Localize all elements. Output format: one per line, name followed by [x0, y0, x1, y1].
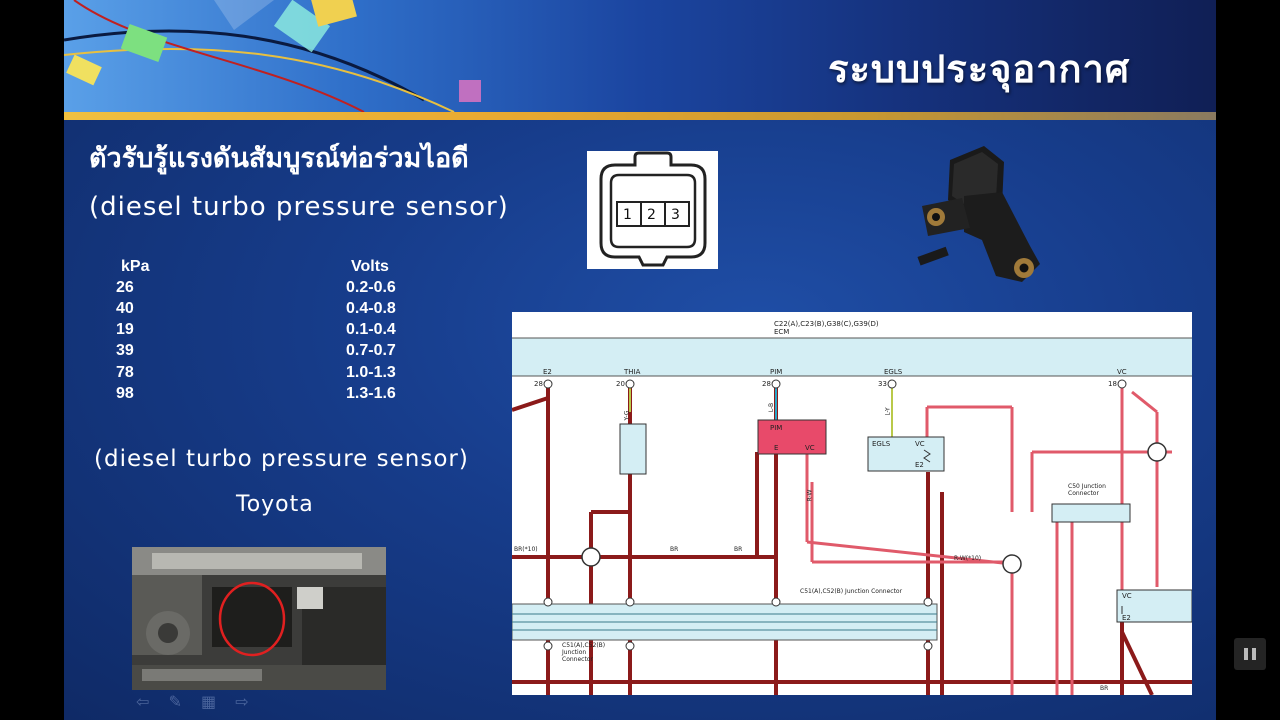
pin-number: 28 [534, 380, 543, 388]
junction-c51-label: C51(A),C52(B) Junction Connector [800, 588, 903, 595]
table-cell-volts: 0.4-0.8 [346, 300, 396, 317]
terminal-label-thia: THIA [624, 368, 641, 376]
ecm-label: ECM [774, 328, 790, 336]
sensor-subtitle-repeat: (diesel turbo pressure sensor) [94, 446, 469, 472]
table-cell-kpa: 40 [116, 300, 134, 317]
slideshow-nav-controls: ⇦ ✎ ▦ ⇨ [136, 692, 263, 712]
sensor-subtitle: (diesel turbo pressure sensor) [89, 192, 509, 222]
junction-c50-label: C50 Junction Connector [1068, 483, 1106, 497]
wire-label: R-W [806, 489, 814, 502]
pim-vc-label: VC [805, 444, 815, 452]
presentation-slide: ระบบประจุอากาศ ตัวรับรู้แรงดันสัมบูรณ์ท่… [64, 0, 1216, 720]
connector-outline [599, 151, 707, 267]
table-cell-volts: 0.2-0.6 [346, 279, 396, 296]
pause-button[interactable] [1234, 638, 1266, 670]
wire-label: BR [734, 546, 743, 553]
slides-icon[interactable]: ▦ [201, 692, 217, 711]
table-cell-kpa: 26 [116, 279, 134, 296]
egr-e2-label: E2 [915, 461, 924, 469]
terminal-label-vc: VC [1117, 368, 1127, 376]
header-kpa: kPa [121, 258, 150, 275]
pause-bar-icon [1252, 648, 1256, 660]
connector-pin-label: 2 [647, 207, 656, 223]
table-cell-volts: 0.1-0.4 [346, 321, 396, 338]
header-banner: ระบบประจุอากาศ [64, 0, 1216, 112]
table-cell-kpa: 19 [116, 321, 134, 338]
pause-bar-icon [1244, 648, 1248, 660]
wire-label: BR(*10) [514, 546, 538, 553]
junction-c51-left-label: C51(A),C52(B) Junction Connector [562, 642, 606, 663]
terminal-label-pim: PIM [770, 368, 783, 376]
pen-icon[interactable]: ✎ [168, 692, 182, 711]
pim-pin-label: PIM [770, 424, 783, 432]
brand-label: Toyota [236, 492, 314, 517]
section-heading: ตัวรับรู้แรงดันสัมบูรณ์ท่อร่วมไอดี [89, 143, 469, 174]
ecm-connector-label: C22(A),C23(B),G38(C),G39(D) [774, 320, 879, 328]
table-cell-kpa: 98 [116, 385, 134, 402]
engine-photo-illustration [132, 547, 386, 690]
wire-label: Y-G [623, 410, 631, 421]
connector-pin-label: 3 [671, 207, 680, 223]
forward-arrow-icon[interactable]: ⇨ [235, 692, 249, 711]
table-cell-volts: 1.0-1.3 [346, 364, 396, 381]
wiring-diagram: C22(A),C23(B),G38(C),G39(D) ECM E2 THIA … [512, 312, 1192, 695]
table-cell-volts: 0.7-0.7 [346, 342, 396, 359]
sensor-illustration [917, 146, 1040, 282]
pin-number: 20 [616, 380, 625, 388]
engine-bay-photo [132, 547, 386, 690]
table-cell-volts: 1.3-1.6 [346, 385, 396, 402]
regulator-e2-label: E2 [1122, 614, 1131, 622]
pin-number: 33 [878, 380, 887, 388]
wiring-schematic [512, 337, 1192, 695]
slide-title: ระบบประจุอากาศ [828, 47, 1130, 91]
connector-pin-label: 1 [623, 207, 632, 223]
wire-label: L-B [768, 402, 776, 413]
wire-label: L-Y [884, 407, 892, 416]
wire-label: BR [1100, 685, 1109, 692]
table-cell-kpa: 39 [116, 342, 134, 359]
terminal-label-e2: E2 [543, 368, 552, 376]
pin-number: 28 [762, 380, 771, 388]
pin-number: 18 [1108, 380, 1117, 388]
connector-pinout-diagram: 1 2 3 [587, 151, 718, 269]
wire-label: BR [670, 546, 679, 553]
sensor-photo [912, 136, 1056, 300]
egr-vc-label: VC [915, 440, 925, 448]
table-cell-kpa: 78 [116, 364, 134, 381]
pim-e-label: E [774, 444, 779, 452]
wire-label: R-W(*10) [954, 555, 982, 562]
header-volts: Volts [351, 258, 389, 275]
terminal-label-egls: EGLS [884, 368, 903, 376]
back-arrow-icon[interactable]: ⇦ [136, 692, 150, 711]
header-divider [64, 112, 1216, 120]
header-decoration [64, 0, 481, 112]
egr-egls-label: EGLS [872, 440, 891, 448]
regulator-vc-label: VC [1122, 592, 1132, 600]
